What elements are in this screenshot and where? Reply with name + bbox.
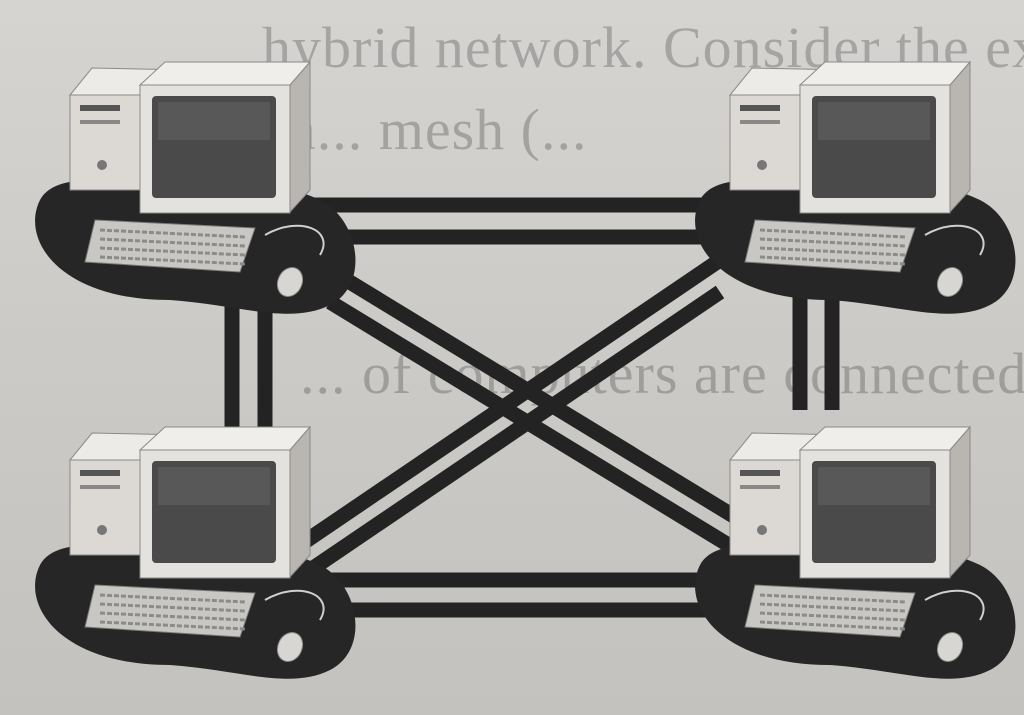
cable-pc-top-right-to-pc-bottom-right — [792, 290, 840, 410]
drive-bay — [740, 470, 780, 476]
screen-glare — [158, 102, 270, 140]
cable-rail — [295, 253, 725, 552]
screen-glare — [818, 102, 930, 140]
monitor-top — [798, 61, 972, 86]
monitor-screen — [812, 96, 936, 198]
keyboard-key-row — [99, 602, 246, 613]
drive-bay — [740, 120, 780, 124]
keyboard — [744, 584, 916, 638]
mouse-icon — [936, 631, 964, 663]
drive-bay — [80, 105, 120, 111]
power-button-icon — [97, 160, 107, 170]
mouse-cable — [924, 224, 985, 256]
screen-glare — [158, 467, 270, 505]
computer-workstation-pc-bottom-right — [695, 425, 1016, 679]
monitor-side — [289, 425, 311, 579]
computer-workstation-pc-bottom-left — [35, 425, 356, 679]
bleed-through-text-line-2: a... mesh (... — [290, 97, 588, 162]
mouse-icon — [276, 266, 304, 298]
drive-bay — [740, 485, 780, 489]
keyboard-key-row — [759, 620, 906, 631]
monitor-screen — [812, 461, 936, 563]
keyboard-key-row — [759, 246, 906, 257]
network-links — [224, 197, 840, 618]
power-button-icon — [97, 525, 107, 535]
cable-pc-top-left-to-pc-bottom-right — [326, 263, 744, 559]
keyboard-key-row — [99, 237, 246, 248]
monitor-side — [949, 60, 971, 214]
screen-glare — [818, 467, 930, 505]
cable-pc-top-left-to-pc-top-right — [300, 197, 760, 245]
keyboard-key-row — [759, 593, 906, 604]
computer-workstation-pc-top-right — [695, 60, 1016, 314]
monitor-screen — [152, 461, 276, 563]
mouse-icon — [276, 631, 304, 663]
power-button-icon — [757, 160, 767, 170]
keyboard-key-row — [759, 228, 906, 239]
drive-bay — [80, 485, 120, 489]
keyboard-key-row — [99, 228, 246, 239]
computer-workstation-pc-top-left — [35, 60, 356, 314]
cable-rail — [295, 285, 725, 584]
monitor-side — [949, 425, 971, 579]
cable-rail — [326, 295, 744, 559]
keyboard-key-row — [759, 611, 906, 622]
drive-bay — [80, 120, 120, 124]
monitor-screen — [152, 96, 276, 198]
monitor-top — [798, 426, 972, 451]
mouse-cable — [264, 589, 325, 621]
keyboard-key-row — [99, 255, 246, 266]
keyboard-key-row — [99, 593, 246, 604]
keyboard — [84, 584, 256, 638]
drive-bay — [80, 470, 120, 476]
cable-pc-top-right-to-pc-bottom-left — [295, 253, 725, 584]
keyboard-key-row — [99, 611, 246, 622]
keyboard-key-row — [759, 237, 906, 248]
mouse-icon — [936, 266, 964, 298]
power-button-icon — [757, 525, 767, 535]
cable-pc-bottom-left-to-pc-bottom-right — [300, 572, 760, 618]
keyboard — [744, 219, 916, 273]
monitor-top — [138, 426, 312, 451]
keyboard — [84, 219, 256, 273]
keyboard-key-row — [759, 255, 906, 266]
mouse-cable — [924, 589, 985, 621]
monitor-side — [289, 60, 311, 214]
network-nodes — [35, 60, 1016, 679]
keyboard-key-row — [759, 602, 906, 613]
cable-pc-top-left-to-pc-bottom-left — [224, 300, 273, 430]
drive-bay — [740, 105, 780, 111]
keyboard-key-row — [99, 620, 246, 631]
keyboard-key-row — [99, 246, 246, 257]
mouse-cable — [264, 224, 325, 256]
monitor-top — [138, 61, 312, 86]
cable-rail — [326, 263, 744, 527]
